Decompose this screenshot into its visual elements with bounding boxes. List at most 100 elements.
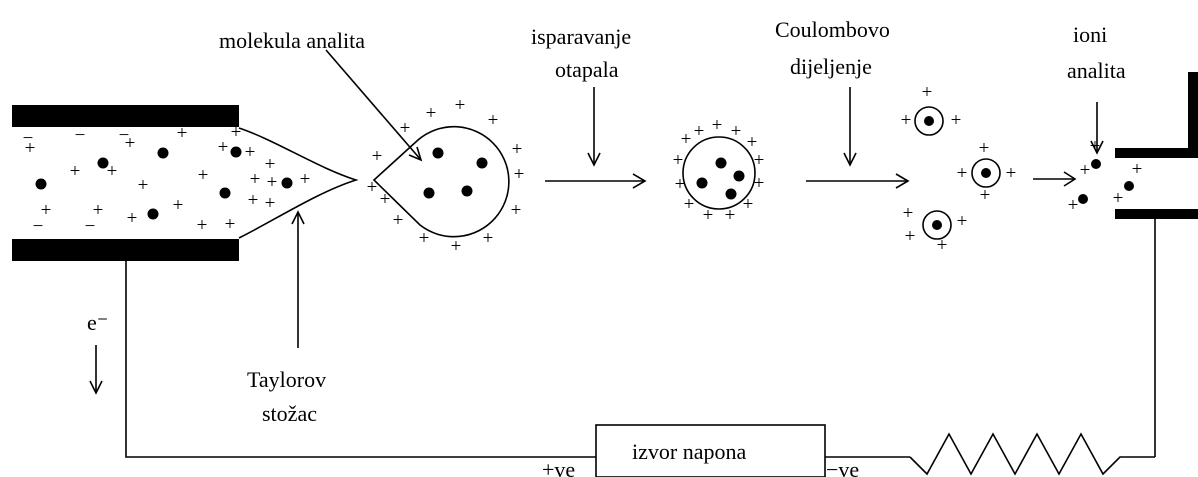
inlet-bottom-plate: [1115, 209, 1198, 219]
solvent-evaporation-label-2: otapala: [555, 57, 619, 82]
arrowhead-2: [895, 173, 910, 189]
evaporating-droplet-charges: +++++++++++++: [673, 115, 765, 226]
solvent-evaporation-label-1: isparavanje: [531, 24, 631, 49]
plus-charge: +: [250, 169, 261, 190]
plus-charge: +: [754, 150, 765, 171]
parent-droplet-analyte-dots: [423, 147, 488, 199]
plus-charge: +: [173, 195, 184, 216]
plus-charge: +: [694, 121, 705, 142]
negative-terminal-label: −ve: [826, 457, 859, 477]
evaporating-droplet-analyte-dots: [696, 157, 745, 200]
plus-charge: +: [248, 190, 259, 211]
plus-charge: +: [675, 174, 686, 195]
plus-charge: +: [265, 193, 276, 214]
plus-charge: +: [731, 121, 742, 142]
analyte-dot: [461, 185, 473, 197]
analyte-dot: [147, 208, 159, 220]
capillary-bottom-wall: [12, 239, 239, 261]
plus-charge: +: [300, 169, 311, 190]
molecule-pointer: [325, 49, 422, 161]
taylor-cone-label-2: stožac: [262, 401, 317, 426]
plus-charge: +: [1006, 163, 1017, 184]
plus-charge: +: [367, 177, 378, 198]
positive-terminal-label: +ve: [542, 457, 575, 477]
plus-charge: +: [225, 214, 236, 235]
plus-charge: +: [747, 132, 758, 153]
ions-pointer-head: [1090, 140, 1104, 155]
analyte-molecule-label: molekula analita: [219, 28, 365, 53]
minus-charge: −: [33, 216, 44, 237]
minus-charge: −: [75, 125, 86, 146]
analyte-dot: [476, 157, 488, 169]
plus-charge: +: [1080, 160, 1091, 181]
plus-charge: +: [754, 173, 765, 194]
plus-charge: +: [937, 235, 948, 256]
analyte-ions-label-1: ioni: [1073, 22, 1107, 47]
daughter-droplet-3: [922, 210, 952, 240]
daughter-droplet-charges: +++++++++++: [901, 82, 1017, 256]
resistor: [909, 432, 1155, 476]
evaporation-pointer-head: [587, 152, 601, 167]
analyte-dot: [281, 177, 293, 189]
plus-charge: +: [957, 211, 968, 232]
coulomb-fission-label-1: Coulombovo: [775, 17, 890, 42]
minus-charge: −: [23, 128, 34, 149]
plus-charge: +: [980, 185, 991, 206]
analyte-dot: [230, 146, 242, 158]
taylor-cone-pointer-head: [291, 210, 305, 225]
plus-charge: +: [177, 123, 188, 144]
plus-charge: +: [681, 129, 692, 150]
taylor-cone-label-1: Taylorov: [247, 367, 326, 392]
analyte-dot: [715, 157, 727, 169]
analyte-dot: [157, 147, 169, 159]
plus-charge: +: [197, 215, 208, 236]
plus-charge: +: [93, 200, 104, 221]
daughter-droplet-2: [971, 158, 1001, 188]
minus-charge: −: [119, 125, 130, 146]
plus-charge: +: [138, 175, 149, 196]
plus-charge: +: [511, 200, 522, 221]
plus-charge: +: [922, 82, 933, 103]
plus-charge: +: [380, 189, 391, 210]
analyte-dot: [696, 177, 708, 189]
circuit-wire-left: [125, 261, 596, 458]
electron-label: e⁻: [87, 310, 108, 335]
plus-charge: +: [514, 164, 525, 185]
plus-charge: +: [712, 115, 723, 136]
plus-charge: +: [25, 138, 36, 159]
plus-charge: +: [70, 161, 81, 182]
plus-charge: +: [905, 226, 916, 247]
plus-charge: +: [488, 110, 499, 131]
molecule-pointer-head: [408, 146, 423, 162]
plus-charge: +: [1132, 159, 1143, 180]
plus-charge: +: [957, 163, 968, 184]
inlet-back-plate: [1188, 72, 1198, 148]
inlet-top-plate: [1115, 148, 1198, 158]
plus-charge: +: [265, 154, 276, 175]
plus-charge: +: [483, 228, 494, 249]
plus-charge: +: [903, 203, 914, 224]
analyte-dot: [1124, 181, 1134, 191]
free-ion-charges: +++++: [1068, 136, 1143, 216]
daughter-droplet-1: [914, 106, 944, 136]
capillary-charges: ++++++++++++++++++++++−−−−−: [23, 122, 311, 237]
power-supply-box: [595, 424, 826, 477]
plus-charge: +: [684, 194, 695, 215]
analyte-dot: [35, 178, 47, 190]
plus-charge: +: [951, 110, 962, 131]
analyte-dot: [432, 147, 444, 159]
plus-charge: +: [1090, 136, 1101, 157]
coulomb-fission-label-2: dijeljenje: [790, 54, 872, 79]
plus-charge: +: [127, 208, 138, 229]
taylor-cone: [238, 127, 359, 239]
analyte-dot: [733, 170, 745, 182]
plus-charge: +: [419, 228, 430, 249]
plus-charge: +: [703, 205, 714, 226]
analyte-dot: [97, 157, 109, 169]
electron-flow-arrowhead: [89, 380, 103, 395]
plus-charge: +: [743, 194, 754, 215]
analyte-ions-label-2: analita: [1067, 58, 1126, 83]
plus-charge: +: [1113, 188, 1124, 209]
plus-charge: +: [512, 139, 523, 160]
power-supply-label: izvor napona: [632, 439, 746, 464]
